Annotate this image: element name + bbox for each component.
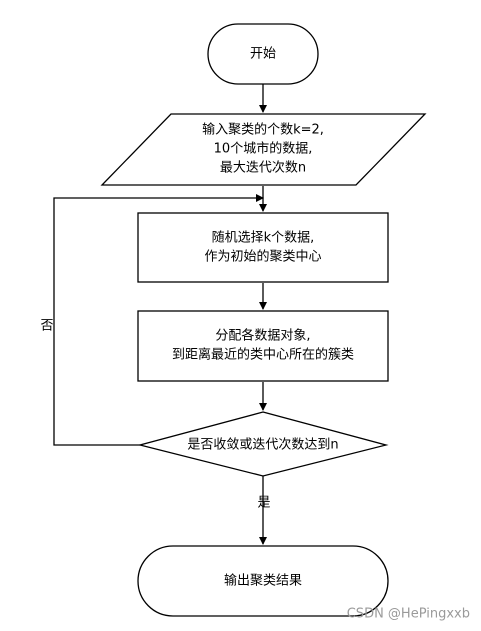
yes-branch-label: 是 — [257, 496, 270, 511]
start-label: 开始 — [250, 47, 276, 62]
input-label-line-3: 最大迭代次数n — [220, 160, 306, 176]
no-branch-label: 否 — [40, 319, 53, 334]
assign-label-line-1: 分配各数据对象, — [215, 328, 310, 344]
init-label-line-2: 作为初始的聚类中心 — [204, 249, 321, 265]
input-label-line-2: 10个城市的数据, — [214, 141, 313, 157]
init-centers-node — [137, 212, 389, 283]
input-label-line-1: 输入聚类的个数k=2, — [202, 122, 324, 138]
watermark: CSDN @HePingxxb — [347, 607, 470, 622]
start-node — [207, 23, 319, 85]
end-label: 输出聚类结果 — [224, 573, 302, 589]
assign-node — [137, 310, 389, 382]
loop-back-arrow-no — [53, 194, 264, 446]
assign-label-line-2: 到距离最近的类中心所在的簇类 — [172, 347, 354, 363]
init-label-line-1: 随机选择k个数据, — [212, 231, 315, 246]
end-node — [137, 545, 389, 617]
decision-node — [137, 411, 389, 477]
input-node — [100, 113, 427, 186]
decision-label: 是否收敛或迭代次数达到n — [187, 437, 338, 453]
